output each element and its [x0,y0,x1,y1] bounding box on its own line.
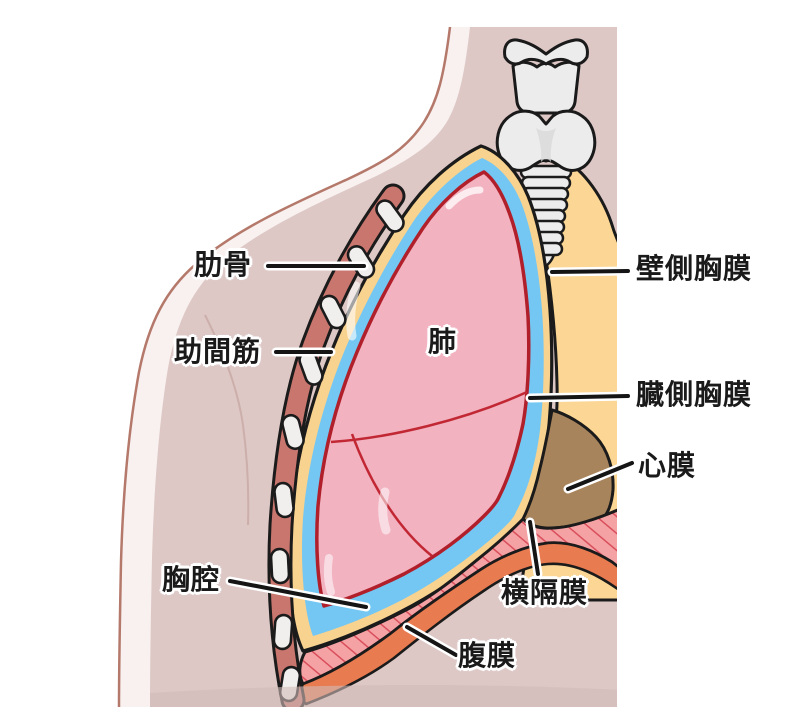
rib-bone [319,294,347,330]
thyroid-gland-shade [536,128,556,162]
lung-label: 肺 [428,326,458,357]
rib-bone [273,481,295,519]
visceral-pleura-label: 臓側胸膜 [636,379,753,410]
lung-highlight [323,554,335,596]
rib-bone [272,613,294,651]
peritoneum-band [299,541,617,706]
body-outline [117,26,452,707]
visceral-pleura-pointer-line [525,391,633,403]
peritoneum-pointer-line [402,622,461,660]
pericardium-label: 心膜 [638,450,697,481]
bottom-shadow [150,684,617,707]
armpit-crease-line [204,314,250,526]
lung-region [315,170,531,608]
rib-label: 肋骨 [194,249,253,280]
hyoid-wing [503,38,589,66]
lung-highlight [378,487,391,535]
thyroid-cartilage-block [511,60,581,115]
rib-bone [269,547,291,585]
parietal-pleura-label: 壁側胸膜 [636,253,753,284]
intercostal-muscle-label: 助間筋 [174,336,262,367]
rib-bone [281,413,305,451]
pericardium-pointer-line [563,458,637,494]
diaphragm-label: 横隔膜 [501,577,589,608]
lung-highlights [323,186,484,596]
rib-bone [375,199,405,233]
parietal-pleura-pointer-line [547,266,633,277]
lung-highlight [346,281,361,341]
larynx [495,38,597,172]
lung-highlight [445,186,484,210]
thoracic-cavity-pointer-line [225,576,371,612]
diaphragm-pointer-line [525,517,543,579]
thoracic-cavity-label: 胸腔 [162,564,221,595]
peritoneum-label: 腹膜 [458,640,517,671]
